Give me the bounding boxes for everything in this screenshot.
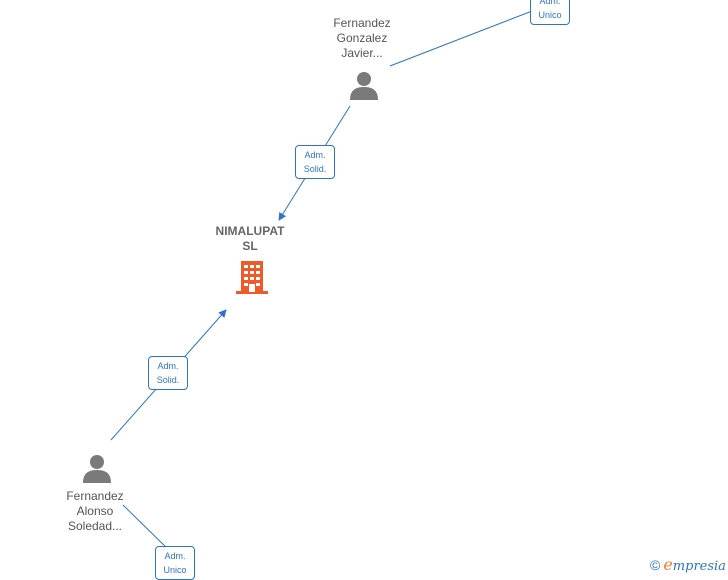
- edge-role-line2: Solid.: [303, 164, 327, 174]
- edge-role-line2: Solid.: [156, 375, 180, 385]
- brand-first-letter: e: [663, 555, 673, 574]
- edge-role-line1: Adm.: [304, 150, 326, 160]
- edge-role-line1: Adm.: [157, 361, 179, 371]
- person-name-line: Soledad...: [67, 519, 123, 533]
- person-icon[interactable]: [349, 71, 379, 101]
- edge-badge-top-offscreen[interactable]: Adm. Unico: [530, 0, 570, 25]
- company-name-line1: NIMALUPAT: [215, 224, 285, 238]
- person-name-line: Fernandez: [333, 16, 391, 30]
- edge-line-top-offscreen: [389, 5, 546, 67]
- person-name-line: Fernandez: [66, 489, 124, 503]
- person-label-fernandez-gonzalez[interactable]: Fernandez Gonzalez Javier...: [333, 16, 390, 61]
- company-name-line2: SL: [242, 239, 258, 253]
- person-name-line: Gonzalez: [336, 31, 388, 45]
- edge-badge-alonso-to-company[interactable]: Adm. Solid.: [148, 356, 188, 390]
- person-name-line: Alonso: [76, 504, 114, 518]
- edge-line-bottom-offscreen: [122, 504, 173, 554]
- edge-role-line2: Unico: [538, 10, 562, 20]
- brand-rest: mpresia: [672, 559, 726, 574]
- copyright-icon: ©: [650, 556, 661, 573]
- empresia-logo: empresia: [663, 555, 726, 574]
- building-icon[interactable]: [236, 259, 268, 295]
- person-label-fernandez-alonso[interactable]: Fernandez Alonso Soledad...: [66, 489, 123, 534]
- person-name-line: Javier...: [341, 46, 383, 60]
- edge-badge-gonzalez-to-company[interactable]: Adm. Solid.: [295, 145, 335, 179]
- edge-role-line1: Adm.: [164, 551, 186, 561]
- copyright-brand: © empresia: [650, 555, 726, 574]
- company-label[interactable]: NIMALUPAT SL: [216, 224, 285, 254]
- edge-role-line2: Unico: [163, 565, 187, 575]
- person-icon[interactable]: [82, 454, 112, 484]
- edge-role-line1: Adm.: [539, 0, 561, 6]
